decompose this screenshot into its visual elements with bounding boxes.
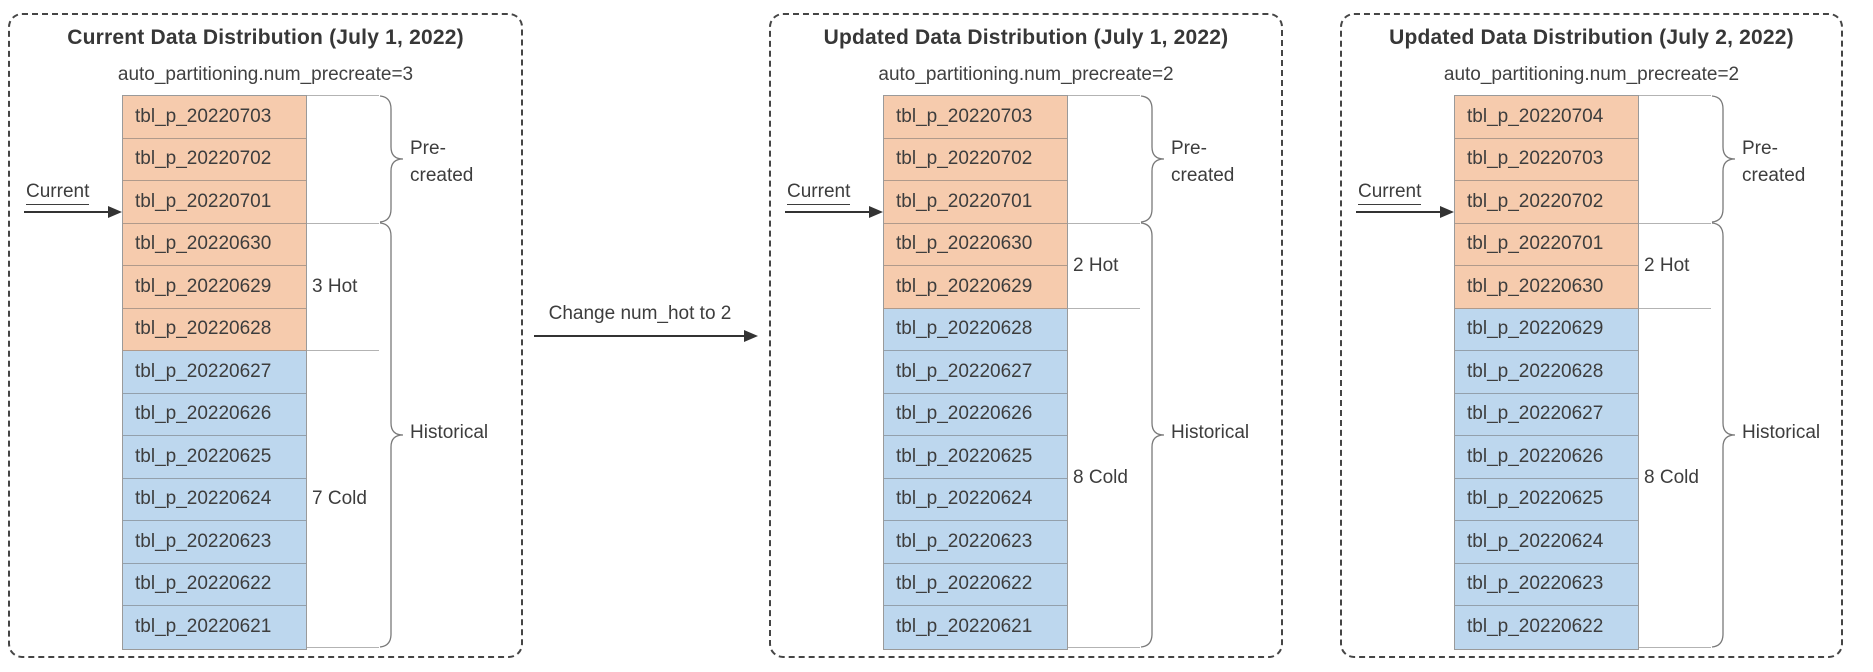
historical-brace: [1140, 222, 1165, 648]
transition: Change num_hot to 2: [520, 303, 760, 342]
partition-row: tbl_p_20220702: [123, 138, 306, 181]
hot-count-label: 2 Hot: [1073, 254, 1119, 276]
panel-subtitle: auto_partitioning.num_precreate=2: [1443, 64, 1740, 85]
partition-row: tbl_p_20220622: [1455, 606, 1638, 649]
historical-label: Historical: [1171, 422, 1250, 443]
partition-row: tbl_p_20220629: [1455, 308, 1638, 351]
current-label: Current: [26, 181, 90, 205]
partition-row: tbl_p_20220627: [884, 351, 1067, 394]
partition-row: tbl_p_20220627: [123, 351, 306, 394]
panel-subtitle: auto_partitioning.num_precreate=2: [878, 64, 1174, 85]
current-label: Current: [787, 181, 851, 205]
partition-row: tbl_p_20220624: [123, 478, 306, 521]
historical-brace: [379, 222, 404, 648]
historical-label: Historical: [410, 422, 489, 443]
partition-row: tbl_p_20220623: [1455, 563, 1638, 606]
partition-row: tbl_p_20220701: [884, 181, 1067, 224]
partition-row: tbl_p_20220623: [123, 521, 306, 564]
panel-current-distribution: Current Data Distribution (July 1, 2022)…: [8, 13, 523, 658]
hot-count-label: 3 Hot: [312, 275, 358, 297]
historical-brace: [1711, 222, 1736, 648]
cold-count-label: 7 Cold: [312, 487, 367, 509]
cold-segment: 8 Cold: [1068, 307, 1140, 648]
current-arrow-icon: [785, 206, 883, 218]
partition-row: tbl_p_20220629: [884, 266, 1067, 309]
partition-row: tbl_p_20220630: [123, 223, 306, 266]
partition-row: tbl_p_20220704: [1455, 96, 1638, 139]
partition-row: tbl_p_20220626: [884, 393, 1067, 436]
partition-row: tbl_p_20220702: [884, 138, 1067, 181]
precreated-brace: [1711, 95, 1736, 223]
precreated-brace: [379, 95, 404, 223]
hot-segment: 2 Hot: [1068, 222, 1140, 308]
partition-group-column: 2 Hot 8 Cold: [1068, 95, 1140, 648]
current-label: Current: [1358, 181, 1422, 205]
panel-updated-distribution-july2: Updated Data Distribution (July 2, 2022)…: [1340, 13, 1843, 658]
panel-subtitle: auto_partitioning.num_precreate=3: [117, 64, 414, 85]
hot-segment: 2 Hot: [1639, 222, 1711, 308]
partition-group-column: 2 Hot 8 Cold: [1639, 95, 1711, 648]
partition-row: tbl_p_20220702: [1455, 181, 1638, 224]
panel-title: Updated Data Distribution (July 1, 2022): [823, 26, 1229, 49]
precreated-label: Pre- created: [1171, 138, 1235, 186]
hot-count-label: 2 Hot: [1644, 254, 1690, 276]
transition-label: Change num_hot to 2: [548, 303, 732, 324]
current-arrow-icon: [1356, 206, 1454, 218]
current-pointer: Current: [24, 181, 126, 218]
partition-row: tbl_p_20220628: [123, 308, 306, 351]
partition-row: tbl_p_20220628: [884, 308, 1067, 351]
cold-segment: 8 Cold: [1639, 307, 1711, 648]
historical-label: Historical: [1742, 422, 1821, 443]
transition-arrow-icon: [534, 330, 758, 342]
partition-row: tbl_p_20220701: [1455, 223, 1638, 266]
partition-row: tbl_p_20220630: [884, 223, 1067, 266]
panel-title: Updated Data Distribution (July 2, 2022): [1389, 26, 1794, 49]
precreated-brace: [1140, 95, 1165, 223]
partition-row: tbl_p_20220627: [1455, 393, 1638, 436]
current-pointer: Current: [1356, 181, 1458, 218]
cold-segment: 7 Cold: [307, 350, 379, 648]
partition-row: tbl_p_20220621: [884, 606, 1067, 649]
partition-row: tbl_p_20220628: [1455, 351, 1638, 394]
partition-row: tbl_p_20220701: [123, 181, 306, 224]
partition-row: tbl_p_20220626: [123, 393, 306, 436]
panel-title: Current Data Distribution (July 1, 2022): [67, 26, 464, 49]
precreated-segment: [1639, 95, 1711, 223]
partition-row: tbl_p_20220625: [884, 436, 1067, 479]
partition-row: tbl_p_20220630: [1455, 266, 1638, 309]
precreated-label: Pre- created: [1742, 138, 1806, 186]
partition-group-column: 3 Hot 7 Cold: [307, 95, 379, 648]
cold-count-label: 8 Cold: [1644, 466, 1699, 488]
current-pointer: Current: [785, 181, 887, 218]
panel-updated-distribution-july1: Updated Data Distribution (July 1, 2022)…: [769, 13, 1283, 658]
partition-row: tbl_p_20220703: [123, 96, 306, 139]
hot-segment: 3 Hot: [307, 222, 379, 351]
partition-row: tbl_p_20220622: [884, 563, 1067, 606]
partition-row: tbl_p_20220621: [123, 606, 306, 649]
current-arrow-icon: [24, 206, 122, 218]
partition-row: tbl_p_20220625: [1455, 478, 1638, 521]
partition-row: tbl_p_20220622: [123, 563, 306, 606]
precreated-segment: [307, 95, 379, 223]
partition-row: tbl_p_20220629: [123, 266, 306, 309]
precreated-segment: [1068, 95, 1140, 223]
partition-row: tbl_p_20220626: [1455, 436, 1638, 479]
partition-row: tbl_p_20220703: [884, 96, 1067, 139]
partition-row: tbl_p_20220703: [1455, 138, 1638, 181]
cold-count-label: 8 Cold: [1073, 466, 1128, 488]
partition-row: tbl_p_20220624: [884, 478, 1067, 521]
partition-row: tbl_p_20220624: [1455, 521, 1638, 564]
partition-row: tbl_p_20220623: [884, 521, 1067, 564]
precreated-label: Pre- created: [410, 138, 474, 186]
partition-row: tbl_p_20220625: [123, 436, 306, 479]
